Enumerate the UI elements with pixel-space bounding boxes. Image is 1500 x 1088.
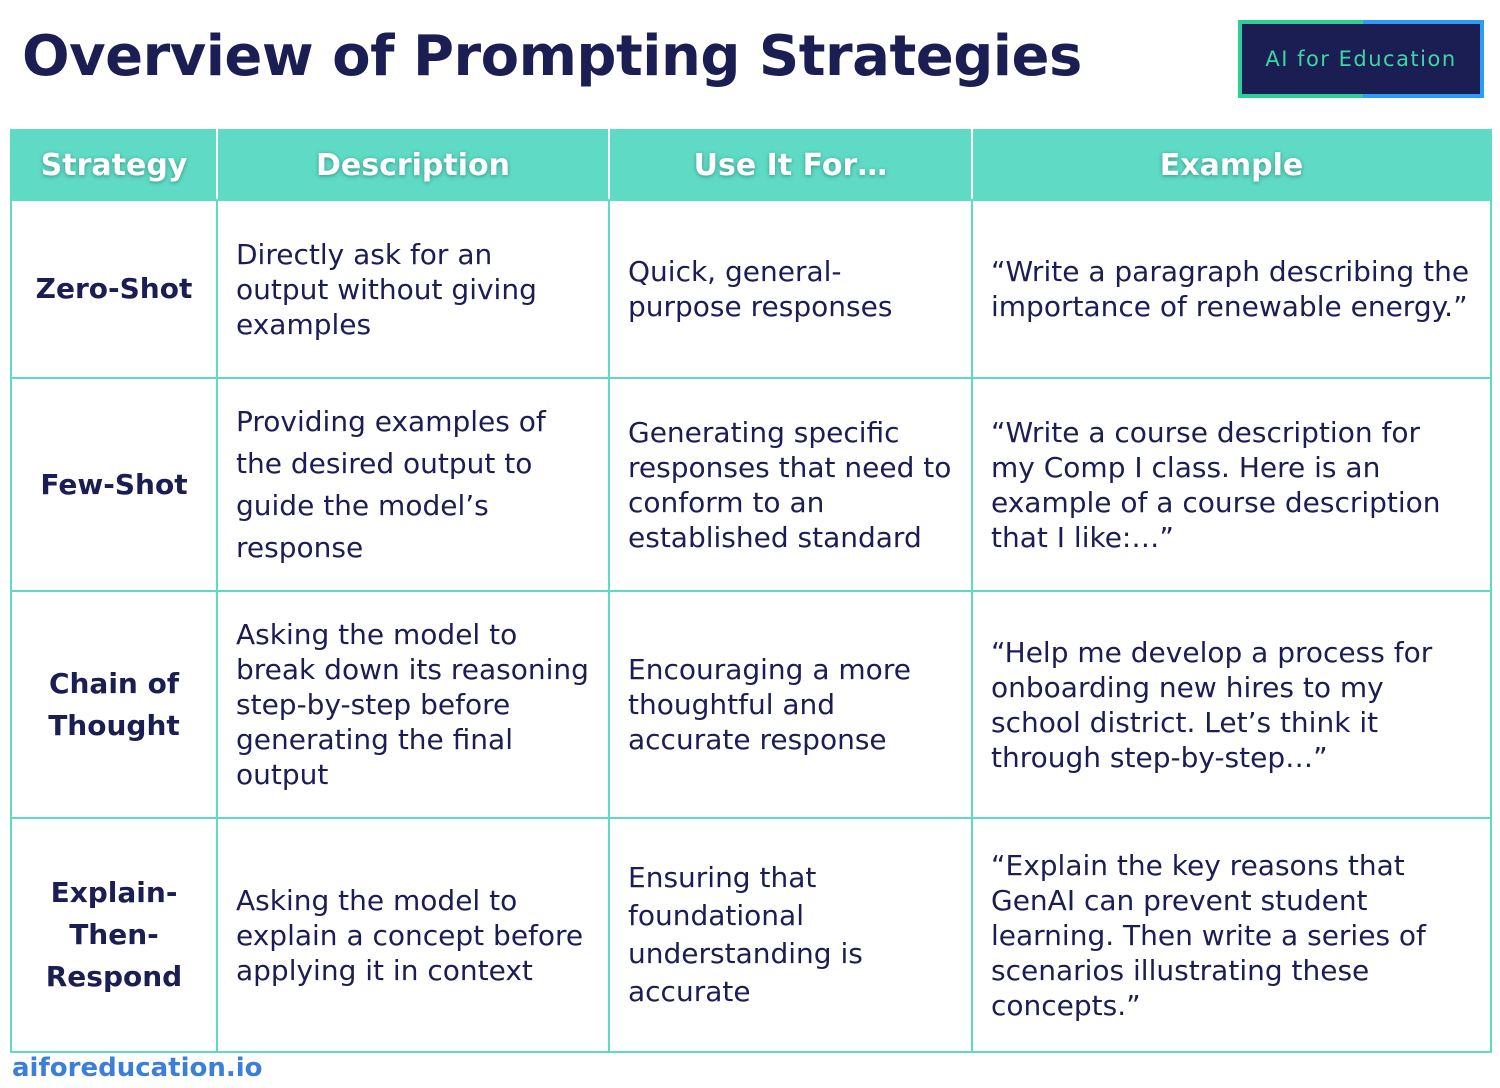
use-for-cell: Encouraging a more thoughtful and accura… [608, 590, 973, 819]
column-header-strategy: Strategy [10, 129, 218, 201]
table-row: Zero-Shot Directly ask for an output wit… [10, 199, 1492, 379]
strategy-cell: Explain-Then-Respond [10, 817, 218, 1053]
use-for-cell: Quick, general-purpose responses [608, 199, 973, 379]
description-cell: Providing examples of the desired output… [216, 377, 610, 592]
table-row: Few-Shot Providing examples of the desir… [10, 377, 1492, 592]
example-cell: “Write a course description for my Comp … [971, 377, 1492, 592]
description-cell: Asking the model to break down its reaso… [216, 590, 610, 819]
table-header-row: Strategy Description Use It For… Example [10, 129, 1492, 201]
brand-logo-text: AI for Education [1265, 47, 1457, 71]
strategies-table: Strategy Description Use It For… Example… [10, 129, 1492, 1053]
use-for-cell: Generating specific responses that need … [608, 377, 973, 592]
brand-logo: AI for Education [1238, 20, 1484, 98]
column-header-example: Example [971, 129, 1492, 201]
example-cell: “Help me develop a process for onboardin… [971, 590, 1492, 819]
page-title: Overview of Prompting Strategies [22, 24, 1082, 89]
website-link[interactable]: aiforeducation.io [12, 1053, 263, 1083]
description-cell: Asking the model to explain a concept be… [216, 817, 610, 1053]
strategy-cell: Chain of Thought [10, 590, 218, 819]
description-cell: Directly ask for an output without givin… [216, 199, 610, 379]
table-row: Explain-Then-Respond Asking the model to… [10, 817, 1492, 1053]
strategy-cell: Zero-Shot [10, 199, 218, 379]
table-row: Chain of Thought Asking the model to bre… [10, 590, 1492, 819]
example-cell: “Explain the key reasons that GenAI can … [971, 817, 1492, 1053]
example-cell: “Write a paragraph describing the import… [971, 199, 1492, 379]
column-header-description: Description [216, 129, 610, 201]
use-for-cell: Ensuring that foundational understanding… [608, 817, 973, 1053]
column-header-use-it-for: Use It For… [608, 129, 973, 201]
strategy-cell: Few-Shot [10, 377, 218, 592]
